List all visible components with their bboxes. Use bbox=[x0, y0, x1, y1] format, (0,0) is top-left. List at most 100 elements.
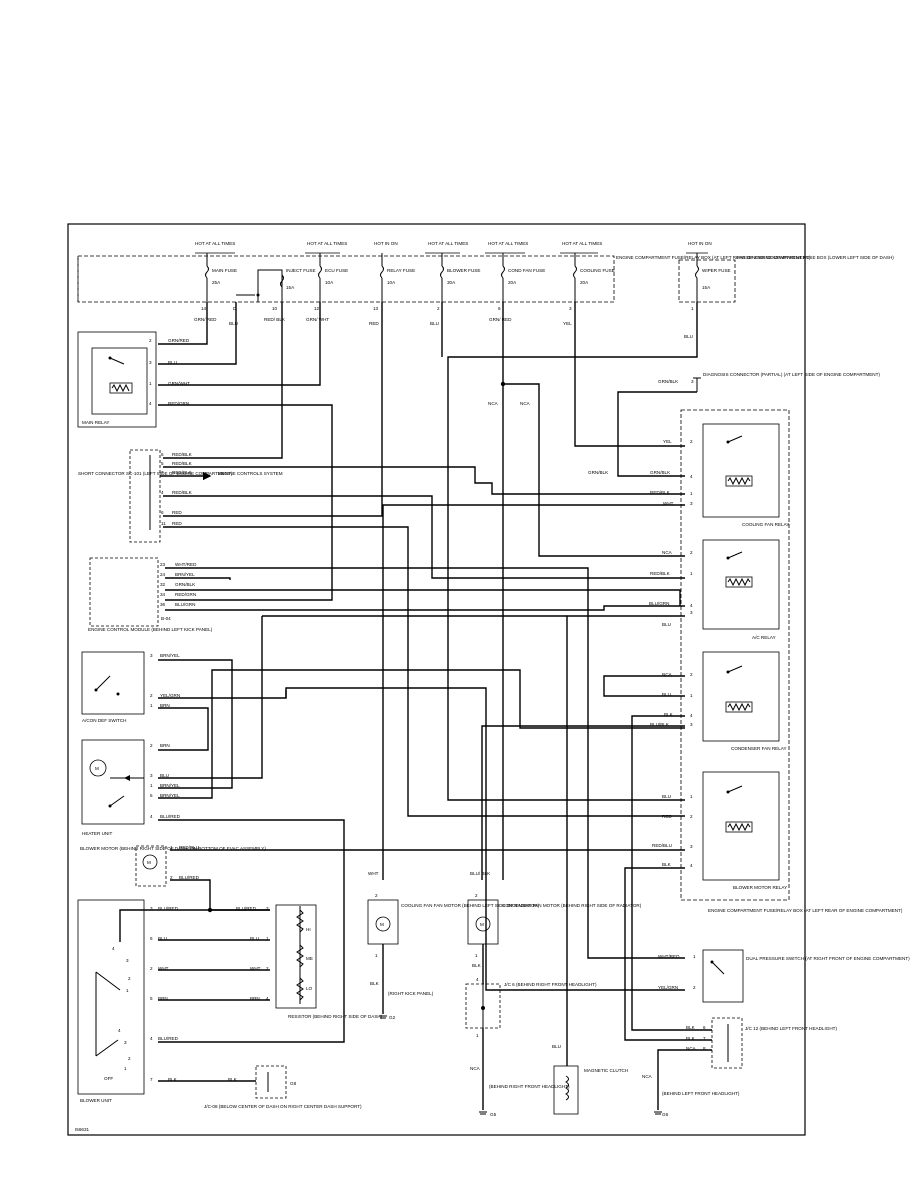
wire-label: BLU bbox=[662, 692, 671, 697]
resistor-label: RESISTOR (BEHIND RIGHT SIDE OF DASH) bbox=[288, 1014, 383, 1019]
passenger-fuse-box: HOT IN ON WIPER FUSE 15A PASSENGER COMPA… bbox=[678, 241, 894, 339]
wire-label: GRN/BLK bbox=[650, 470, 671, 475]
blower-motor: M BLOWER MOTOR (BEHIND RIGHT SIDE OF DAS… bbox=[80, 845, 266, 887]
wire-label: NCA bbox=[662, 672, 673, 677]
pin-label: 2 bbox=[690, 439, 693, 444]
relay-box-label: ENGINE COMPARTMENT FUSE/RELAY BOX (AT LE… bbox=[708, 908, 903, 913]
pin-label: 13 bbox=[373, 306, 379, 311]
wire-label: BLU bbox=[229, 321, 238, 326]
wires bbox=[119, 302, 712, 1110]
fuse-relay-rating: 10A bbox=[387, 280, 396, 285]
wire-label: RED/GRN bbox=[168, 401, 189, 406]
pin-label: 6 bbox=[703, 1025, 706, 1030]
pin-label: 1 bbox=[690, 571, 693, 576]
wire-label: RED/BLK bbox=[172, 490, 193, 495]
blower-pos: 3 bbox=[124, 1040, 127, 1045]
pin-label: 2 bbox=[150, 966, 153, 971]
fuse-main-name: MAIN FUSE bbox=[212, 268, 237, 273]
svg-text:M: M bbox=[480, 922, 484, 927]
hot-label-5: HOT AT ALL TIMES bbox=[488, 241, 528, 246]
pin-label: 4 bbox=[266, 996, 269, 1001]
diagnosis-connector: DIAGNOSIS CONNECTOR (PARTIAL) (AT LEFT S… bbox=[658, 372, 880, 392]
pin-label: 3 bbox=[690, 844, 693, 849]
main-relay-label: MAIN RELAY bbox=[82, 420, 109, 425]
pin-label: 3 bbox=[691, 379, 694, 384]
pin-label: 3 bbox=[690, 501, 693, 506]
pin-label: 1 bbox=[691, 306, 694, 311]
cooling-fan-motor-label: COOLING FAN FAN MOTOR (BEHIND LEFT SIDE … bbox=[401, 903, 540, 908]
hot-label-7: HOT IN ON bbox=[688, 241, 712, 246]
wire-label: RED/BLK bbox=[172, 452, 193, 457]
cooling-fan-relay: COOLING FAN RELAY YEL 2 GRN/BLK 4 RED/BL… bbox=[588, 423, 789, 527]
pin-label: 1 bbox=[476, 1033, 479, 1038]
pin-label: 1 bbox=[690, 491, 693, 496]
hot-label-2: HOT AT ALL TIMES bbox=[307, 241, 347, 246]
pin-label: 3 bbox=[690, 722, 693, 727]
pin-label: 1 bbox=[149, 381, 152, 386]
pin-label: 3 bbox=[266, 906, 269, 911]
pin-label: 2 bbox=[693, 985, 696, 990]
condenser-fan-motor-label: CONDENSER FAN MOTOR (BEHIND RIGHT SIDE O… bbox=[502, 903, 642, 908]
wire-label: NCA bbox=[470, 1066, 481, 1071]
wire-label: BLU/RED bbox=[158, 1036, 179, 1041]
condenser-fan-relay-label: CONDENSER FAN RELAY bbox=[731, 746, 787, 751]
ground-symbol bbox=[379, 1015, 662, 1115]
pin-label: 5 bbox=[150, 793, 153, 798]
pin-label: 3 bbox=[149, 360, 152, 365]
splice-dot bbox=[207, 907, 213, 913]
pin-label: 1 bbox=[150, 783, 153, 788]
ground-id: G2 bbox=[389, 1015, 396, 1020]
ground-location: (BEHIND RIGHT FRONT HEADLIGHT) bbox=[489, 1084, 570, 1089]
pin-label: 7 bbox=[150, 1077, 153, 1082]
pin-label: 4 bbox=[690, 713, 693, 718]
wire-label: RED/BLK bbox=[172, 461, 193, 466]
jc6-label: J/C 6 (BEHIND RIGHT FRONT HEADLIGHT) bbox=[504, 982, 597, 987]
resistor-tap: ME bbox=[306, 956, 313, 961]
engine-fuse-box: HOT AT ALL TIMES HOT AT ALL TIMES HOT IN… bbox=[77, 241, 811, 326]
pin-label: 10 bbox=[272, 306, 278, 311]
wire-label: BRN/YEL bbox=[160, 783, 180, 788]
nca-label: NCA bbox=[488, 401, 499, 406]
pin-label: 4 bbox=[150, 1036, 153, 1041]
heater-unit-label: HEATER UNIT bbox=[82, 831, 112, 836]
wire-label: BLU/GRN bbox=[175, 602, 195, 607]
pin-label: 4 bbox=[161, 490, 164, 495]
wire-label: BLU bbox=[158, 936, 167, 941]
wire-label: BLK bbox=[168, 1077, 178, 1082]
wire-label: RED bbox=[172, 521, 182, 526]
wire-label: YEL/GRN bbox=[658, 985, 678, 990]
wire-label: RED/BLU bbox=[652, 843, 672, 848]
wire-label: RED bbox=[172, 510, 182, 515]
pin-label: 2 bbox=[690, 672, 693, 677]
wire-label: BLU bbox=[552, 1044, 561, 1049]
fuse-cooling-rating: 20A bbox=[580, 280, 589, 285]
fuse-cond-fan-name: COND FAN FUSE bbox=[508, 268, 545, 273]
pin-label: 7 bbox=[161, 470, 164, 475]
blower-pos: 4 bbox=[112, 946, 115, 951]
pin-label: 1 bbox=[266, 936, 269, 941]
acon-def-switch: A/CON DEF SWITCH 3 BRN/YEL 2 YEL/GRN 1 B… bbox=[81, 651, 180, 723]
pin-label: 23 bbox=[160, 562, 166, 567]
short-connector-label: SHORT CONNECTOR SC-101 (LEFT SIDE OF ENG… bbox=[78, 471, 233, 476]
pin-label: 2 bbox=[150, 693, 153, 698]
fuse-wiper-rating: 15A bbox=[702, 285, 711, 290]
pin-label: 6 bbox=[498, 306, 501, 311]
jc08-label: J/C-08 (BELOW CENTER OF DASH ON RIGHT CE… bbox=[204, 1104, 362, 1109]
pin-label: D bbox=[233, 306, 237, 311]
wire-label: BRN bbox=[160, 703, 170, 708]
wire-label: GRN/BLK bbox=[175, 582, 196, 587]
wire-label: WHT/RED bbox=[658, 954, 680, 959]
wire-label: RED/BLK bbox=[650, 490, 671, 495]
pin-label: 24 bbox=[160, 572, 166, 577]
wire-label: BLK bbox=[686, 1036, 696, 1041]
blower-motor-label: BLOWER MOTOR (BEHIND RIGHT SIDE OF DASH,… bbox=[80, 846, 266, 851]
wire-label: BLU bbox=[662, 622, 671, 627]
wire-label: BLU bbox=[160, 773, 169, 778]
pin-label: 3 bbox=[150, 773, 153, 778]
fuse-wiper-name: WIPER FUSE bbox=[702, 268, 731, 273]
wire-label: BLU/RED bbox=[158, 906, 179, 911]
pin-label: 2 bbox=[150, 743, 153, 748]
fuse-relay-name: RELAY FUSE bbox=[387, 268, 415, 273]
pin-label: 4 bbox=[476, 977, 479, 982]
